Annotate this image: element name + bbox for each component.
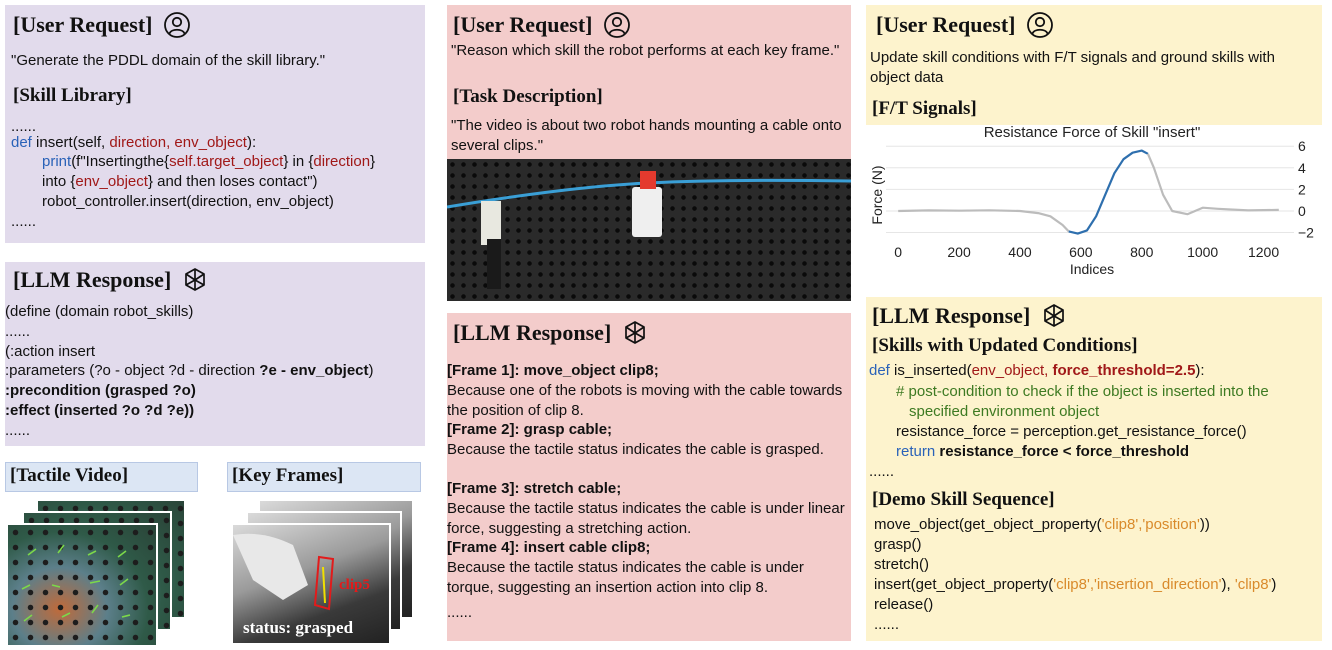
demo-line-2: grasp() [874, 536, 922, 553]
code-return-line: return resistance_force < force_threshol… [896, 443, 1190, 460]
x-tick-label: 400 [1008, 244, 1032, 260]
pddl-line-4: :parameters (?o - object ?d - direction … [5, 362, 374, 379]
demo-line-4: insert(get_object_property('clip8','inse… [874, 576, 1277, 593]
openai-icon [181, 266, 209, 294]
right-llm-header: [LLM Response] [872, 302, 1068, 330]
left-request-header: [User Request] [13, 11, 191, 39]
right-llm-panel: [LLM Response] [Skills with Updated Cond… [866, 297, 1322, 641]
pddl-line-2: ...... [5, 323, 31, 340]
middle-llm-panel: [LLM Response] [Frame 1]: move_object cl… [447, 313, 851, 641]
frame-4-title: [Frame 4]: insert cable clip8; [447, 539, 651, 556]
code-ellipsis: ...... [11, 118, 37, 135]
middle-request-text: "Reason which skill the robot performs a… [451, 42, 840, 59]
code-ellipsis-end: ...... [11, 213, 37, 230]
y-tick-label: −2 [1298, 225, 1314, 241]
series-line-1 [898, 209, 1070, 233]
code-assign-line: resistance_force = perception.get_resist… [896, 423, 1247, 440]
code-comment-1: # post-condition to check if the object … [896, 383, 1269, 400]
code-print-line: print(f"Insertingthe{self.target_object}… [42, 153, 376, 170]
robot-scene-photo [447, 159, 851, 301]
chart-lines [898, 149, 1279, 235]
middle-request-panel: [User Request] "Reason which skill the r… [447, 5, 851, 301]
clip-tag: clip5 [339, 577, 370, 593]
right-request-panel: [User Request] Update skill conditions w… [866, 5, 1322, 125]
frame-1-text: Because one of the robots is moving with… [447, 382, 843, 419]
demo-sequence-header: [Demo Skill Sequence] [872, 489, 1055, 510]
y-tick-label: 2 [1298, 181, 1306, 197]
skills-updated-header: [Skills with Updated Conditions] [872, 335, 1138, 356]
frame-2-text: Because the tactile status indicates the… [447, 441, 824, 458]
frame-3-title: [Frame 3]: stretch cable; [447, 480, 622, 497]
frame-3-text: Because the tactile status indicates the… [447, 500, 845, 537]
frame-1-title: [Frame 1]: move_object clip8; [447, 362, 659, 379]
openai-icon [621, 319, 649, 347]
pddl-line-1: (define (domain robot_skills) [5, 303, 194, 320]
tactile-arrows [21, 544, 131, 622]
ft-chart: Resistance Force of Skill "insert" Force… [869, 124, 1314, 277]
chart-xticks: 0 200 400 600 800 1000 1200 [894, 244, 1279, 260]
x-tick-label: 1200 [1248, 244, 1279, 260]
keyframe-robot-drawing [233, 533, 335, 611]
y-tick-label: 4 [1298, 160, 1306, 176]
key-frames-label: [Key Frames] [227, 462, 421, 492]
frame-4-text: Because the tactile status indicates the… [447, 559, 804, 596]
task-description-text: "The video is about two robot hands moun… [451, 117, 842, 154]
chart-yticks: −2 0 2 4 6 [1298, 138, 1314, 240]
demo-line-5: release() [874, 596, 934, 613]
keyframe-front: clip5 status: grasped [231, 523, 391, 645]
tactile-video-label: [Tactile Video] [5, 462, 198, 492]
frame-2-title: [Frame 2]: grasp cable; [447, 421, 613, 438]
code-robot-line: robot_controller.insert(direction, env_o… [42, 193, 334, 210]
y-tick-label: 6 [1298, 138, 1306, 154]
chart-xlabel: Indices [1070, 261, 1114, 277]
x-tick-label: 600 [1069, 244, 1093, 260]
pddl-line-5: :precondition (grasped ?o) [5, 382, 196, 399]
tactile-frame-front [6, 523, 158, 647]
openai-icon [1040, 302, 1068, 330]
demo-line-6: ...... [874, 616, 900, 633]
chart-title: Resistance Force of Skill "insert" [984, 124, 1201, 141]
is-inserted-def-line: def is_inserted(env_object, force_thresh… [869, 362, 1205, 379]
code-into-line: into {env_object} and then loses contact… [42, 173, 318, 190]
middle-request-header: [User Request] [453, 11, 631, 39]
demo-line-3: stretch() [874, 556, 930, 573]
robot-scene-drawing [447, 171, 851, 289]
left-request-text: "Generate the PDDL domain of the skill l… [11, 52, 326, 69]
pddl-line-7: ...... [5, 422, 31, 439]
right-request-header: [User Request] [876, 11, 1054, 39]
left-llm-header: [LLM Response] [13, 266, 209, 294]
chart-ylabel: Force (N) [869, 165, 885, 224]
y-tick-label: 0 [1298, 203, 1306, 219]
code-comment-2: specified environment object [909, 403, 1100, 420]
x-tick-label: 200 [947, 244, 971, 260]
chart-grid [886, 145, 1294, 234]
skill-library-header: [Skill Library] [13, 85, 132, 106]
ft-signals-header: [F/T Signals] [872, 98, 977, 119]
tactile-dots [8, 525, 156, 645]
user-icon [1026, 11, 1054, 39]
task-description-header: [Task Description] [453, 86, 603, 107]
user-icon [163, 11, 191, 39]
x-tick-label: 1000 [1187, 244, 1218, 260]
left-llm-panel: [LLM Response] (define (domain robot_ski… [5, 262, 425, 446]
middle-ellipsis: ...... [447, 604, 473, 621]
demo-line-1: move_object(get_object_property('clip8',… [874, 516, 1210, 533]
x-tick-label: 800 [1130, 244, 1154, 260]
series-line-3 [1146, 153, 1279, 216]
x-tick-label: 0 [894, 244, 902, 260]
series-line-2 [1068, 149, 1149, 235]
pddl-line-3: (:action insert [5, 343, 96, 360]
middle-llm-header: [LLM Response] [453, 319, 649, 347]
pddl-line-6: :effect (inserted ?o ?d ?e)) [5, 402, 195, 419]
keyframe-status: status: grasped [243, 618, 354, 637]
left-request-panel: [User Request] "Generate the PDDL domain… [5, 5, 425, 243]
code-def-line: def insert(self, direction, env_object): [11, 134, 257, 151]
code-ellipsis: ...... [869, 463, 895, 480]
right-request-text: Update skill conditions with F/T signals… [870, 49, 1275, 86]
user-icon [603, 11, 631, 39]
